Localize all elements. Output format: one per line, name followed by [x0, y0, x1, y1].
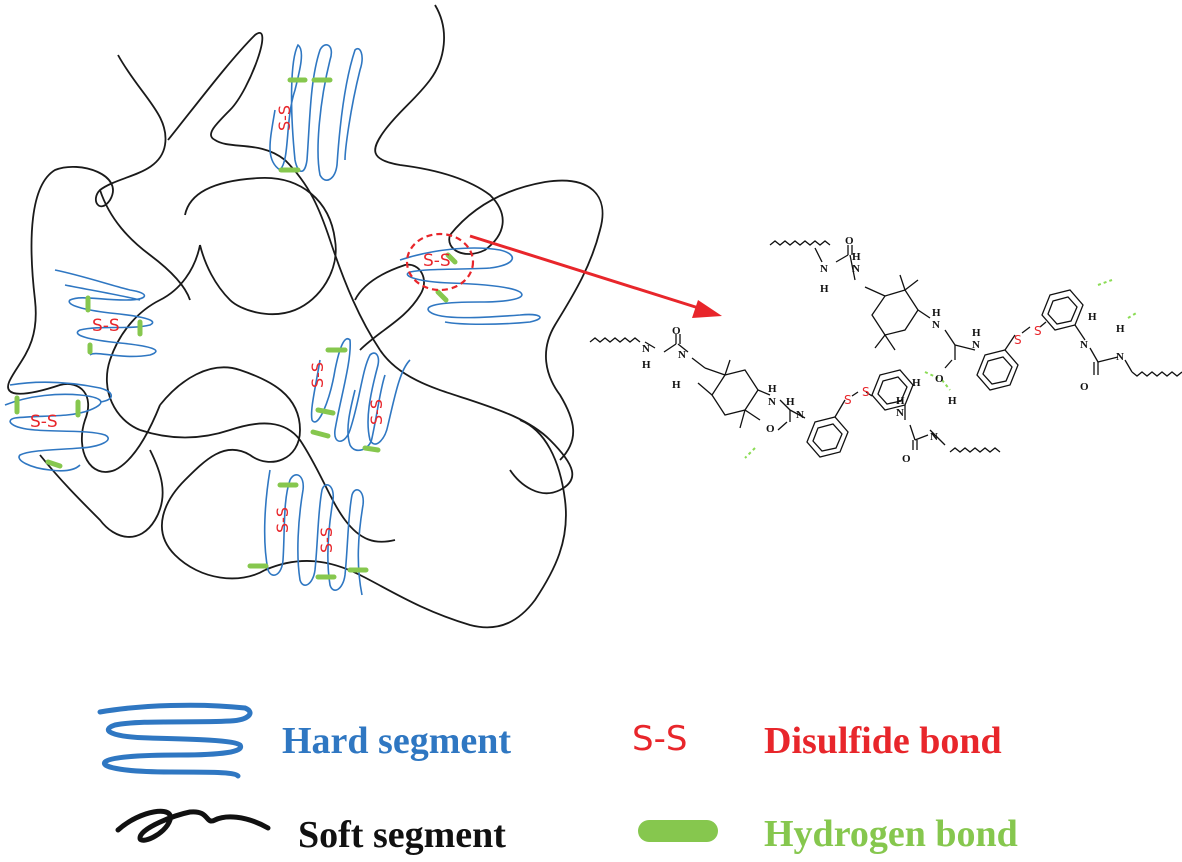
legend-hydrogen-label: Hydrogen bond [764, 813, 1018, 855]
chemical-structure: N H O N H N H H O N S S N H O N H H N H … [589, 235, 1182, 465]
svg-text:H: H [672, 379, 681, 391]
svg-text:O: O [935, 373, 944, 385]
svg-text:S-S: S-S [273, 507, 292, 533]
svg-text:S-S: S-S [317, 527, 336, 553]
svg-text:H: H [820, 283, 829, 295]
svg-text:N: N [796, 409, 804, 421]
wavy-bond-top [769, 240, 831, 246]
legend-disulfide-bond: S-S Disulfide bond [632, 719, 1002, 762]
legend-hard-segment-label: Hard segment [282, 720, 511, 762]
svg-text:N: N [1116, 351, 1124, 363]
wavy-bond-right [1131, 371, 1182, 377]
svg-text:H: H [1088, 311, 1097, 323]
svg-text:H: H [972, 327, 981, 339]
highlight-circle [405, 232, 475, 292]
ss-label-center-2: S-S [367, 399, 386, 425]
svg-text:H: H [912, 377, 921, 389]
svg-text:H: H [786, 396, 795, 408]
svg-text:O: O [766, 423, 775, 435]
svg-text:S-S: S-S [367, 399, 386, 425]
ss-label-center-1: S-S [308, 362, 327, 388]
svg-text:N: N [930, 431, 938, 443]
svg-text:H: H [896, 395, 905, 407]
svg-text:O: O [845, 235, 854, 247]
ss-label-bottom-1: S-S [273, 507, 292, 533]
wavy-bond-bottom [949, 447, 1001, 453]
soft-segment-swatch [115, 808, 271, 843]
svg-text:N: N [820, 263, 828, 275]
svg-text:N: N [678, 349, 686, 361]
zoom-arrow [469, 234, 722, 318]
legend-hydrogen-bond: Hydrogen bond [638, 813, 1018, 855]
svg-text:H: H [852, 251, 861, 263]
ss-label-left: S-S [92, 316, 120, 336]
hard-segment-domains [4, 43, 541, 596]
legend-soft-segment: Soft segment [115, 808, 506, 856]
svg-text:S: S [862, 385, 870, 399]
svg-text:H: H [932, 307, 941, 319]
ss-label-bottom-left: S-S [30, 412, 58, 432]
svg-text:H: H [1116, 323, 1125, 335]
network-disulfide-labels: S-S S-S S-S S-S S-S S-S S-S S-S [30, 105, 451, 553]
svg-text:H: H [768, 383, 777, 395]
svg-text:N: N [896, 407, 904, 419]
ss-label-bottom-2: S-S [317, 527, 336, 553]
svg-text:N: N [852, 263, 860, 275]
svg-text:H: H [642, 359, 651, 371]
legend-hard-segment: Hard segment [97, 702, 511, 779]
disulfide-swatch: S-S [632, 719, 687, 759]
svg-text:S-S: S-S [308, 362, 327, 388]
svg-text:S: S [1034, 324, 1042, 338]
svg-text:S: S [844, 393, 852, 407]
svg-text:S-S: S-S [275, 105, 294, 131]
svg-text:S: S [1014, 333, 1022, 347]
svg-text:N: N [768, 396, 776, 408]
hydrogen-bond-swatch [638, 820, 718, 842]
svg-text:N: N [932, 319, 940, 331]
wavy-bond-left [589, 337, 641, 343]
svg-text:N: N [1080, 339, 1088, 351]
svg-text:N: N [972, 339, 980, 351]
svg-text:N: N [642, 343, 650, 355]
svg-text:O: O [672, 325, 681, 337]
svg-text:O: O [902, 453, 911, 465]
legend-disulfide-label: Disulfide bond [764, 720, 1002, 762]
hydrogen-bond-markers [14, 77, 458, 580]
legend: Hard segment Soft segment S-S Disulfide … [97, 702, 1018, 856]
svg-text:O: O [1080, 381, 1089, 393]
legend-soft-segment-label: Soft segment [298, 814, 506, 856]
svg-text:H: H [948, 395, 957, 407]
ss-label-top: S-S [275, 105, 294, 131]
ss-label-circled: S-S [423, 251, 451, 271]
hard-segment-swatch [97, 702, 253, 779]
